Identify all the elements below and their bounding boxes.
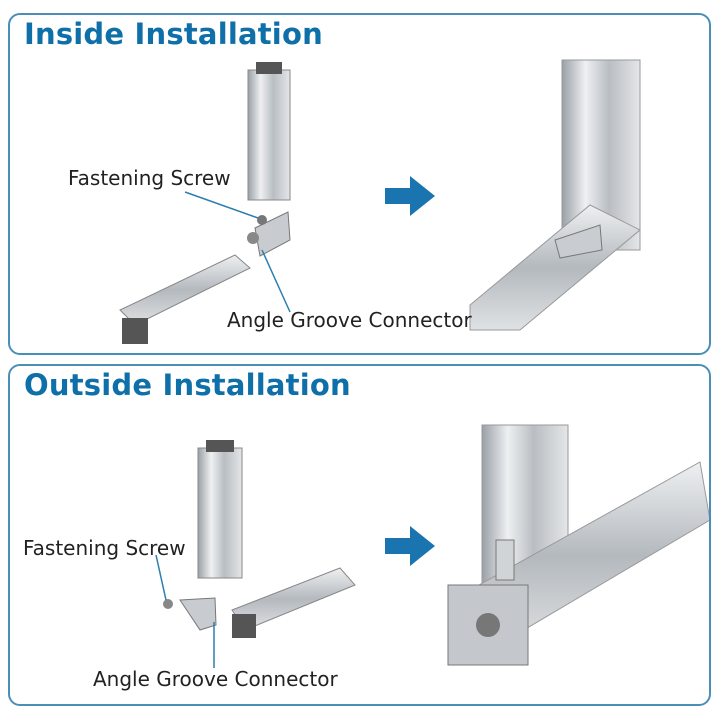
- outside-installation-title: Outside Installation: [24, 368, 351, 402]
- inside-angle-connector-label: Angle Groove Connector: [227, 308, 472, 332]
- inside-installation-title: Inside Installation: [24, 17, 323, 51]
- outside-assembled-profiles: [447, 424, 711, 666]
- outside-arrow-icon: [385, 526, 435, 566]
- outside-fastening-screw-label: Fastening Screw: [23, 536, 186, 560]
- inside-connector-leader-lines: [184, 191, 291, 313]
- inside-arrow-icon: [385, 176, 435, 216]
- outside-angle-connector-label: Angle Groove Connector: [93, 667, 338, 691]
- inside-installation-panel: Inside Installation: [8, 13, 711, 355]
- inside-exploded-profiles: [119, 62, 291, 344]
- outside-installation-panel: Outside Installation: [8, 364, 711, 706]
- inside-assembled-profiles: [469, 59, 641, 331]
- outside-connector-leader-lines: [155, 554, 215, 668]
- inside-fastening-screw-label: Fastening Screw: [68, 166, 231, 190]
- outside-exploded-profiles: [163, 440, 356, 638]
